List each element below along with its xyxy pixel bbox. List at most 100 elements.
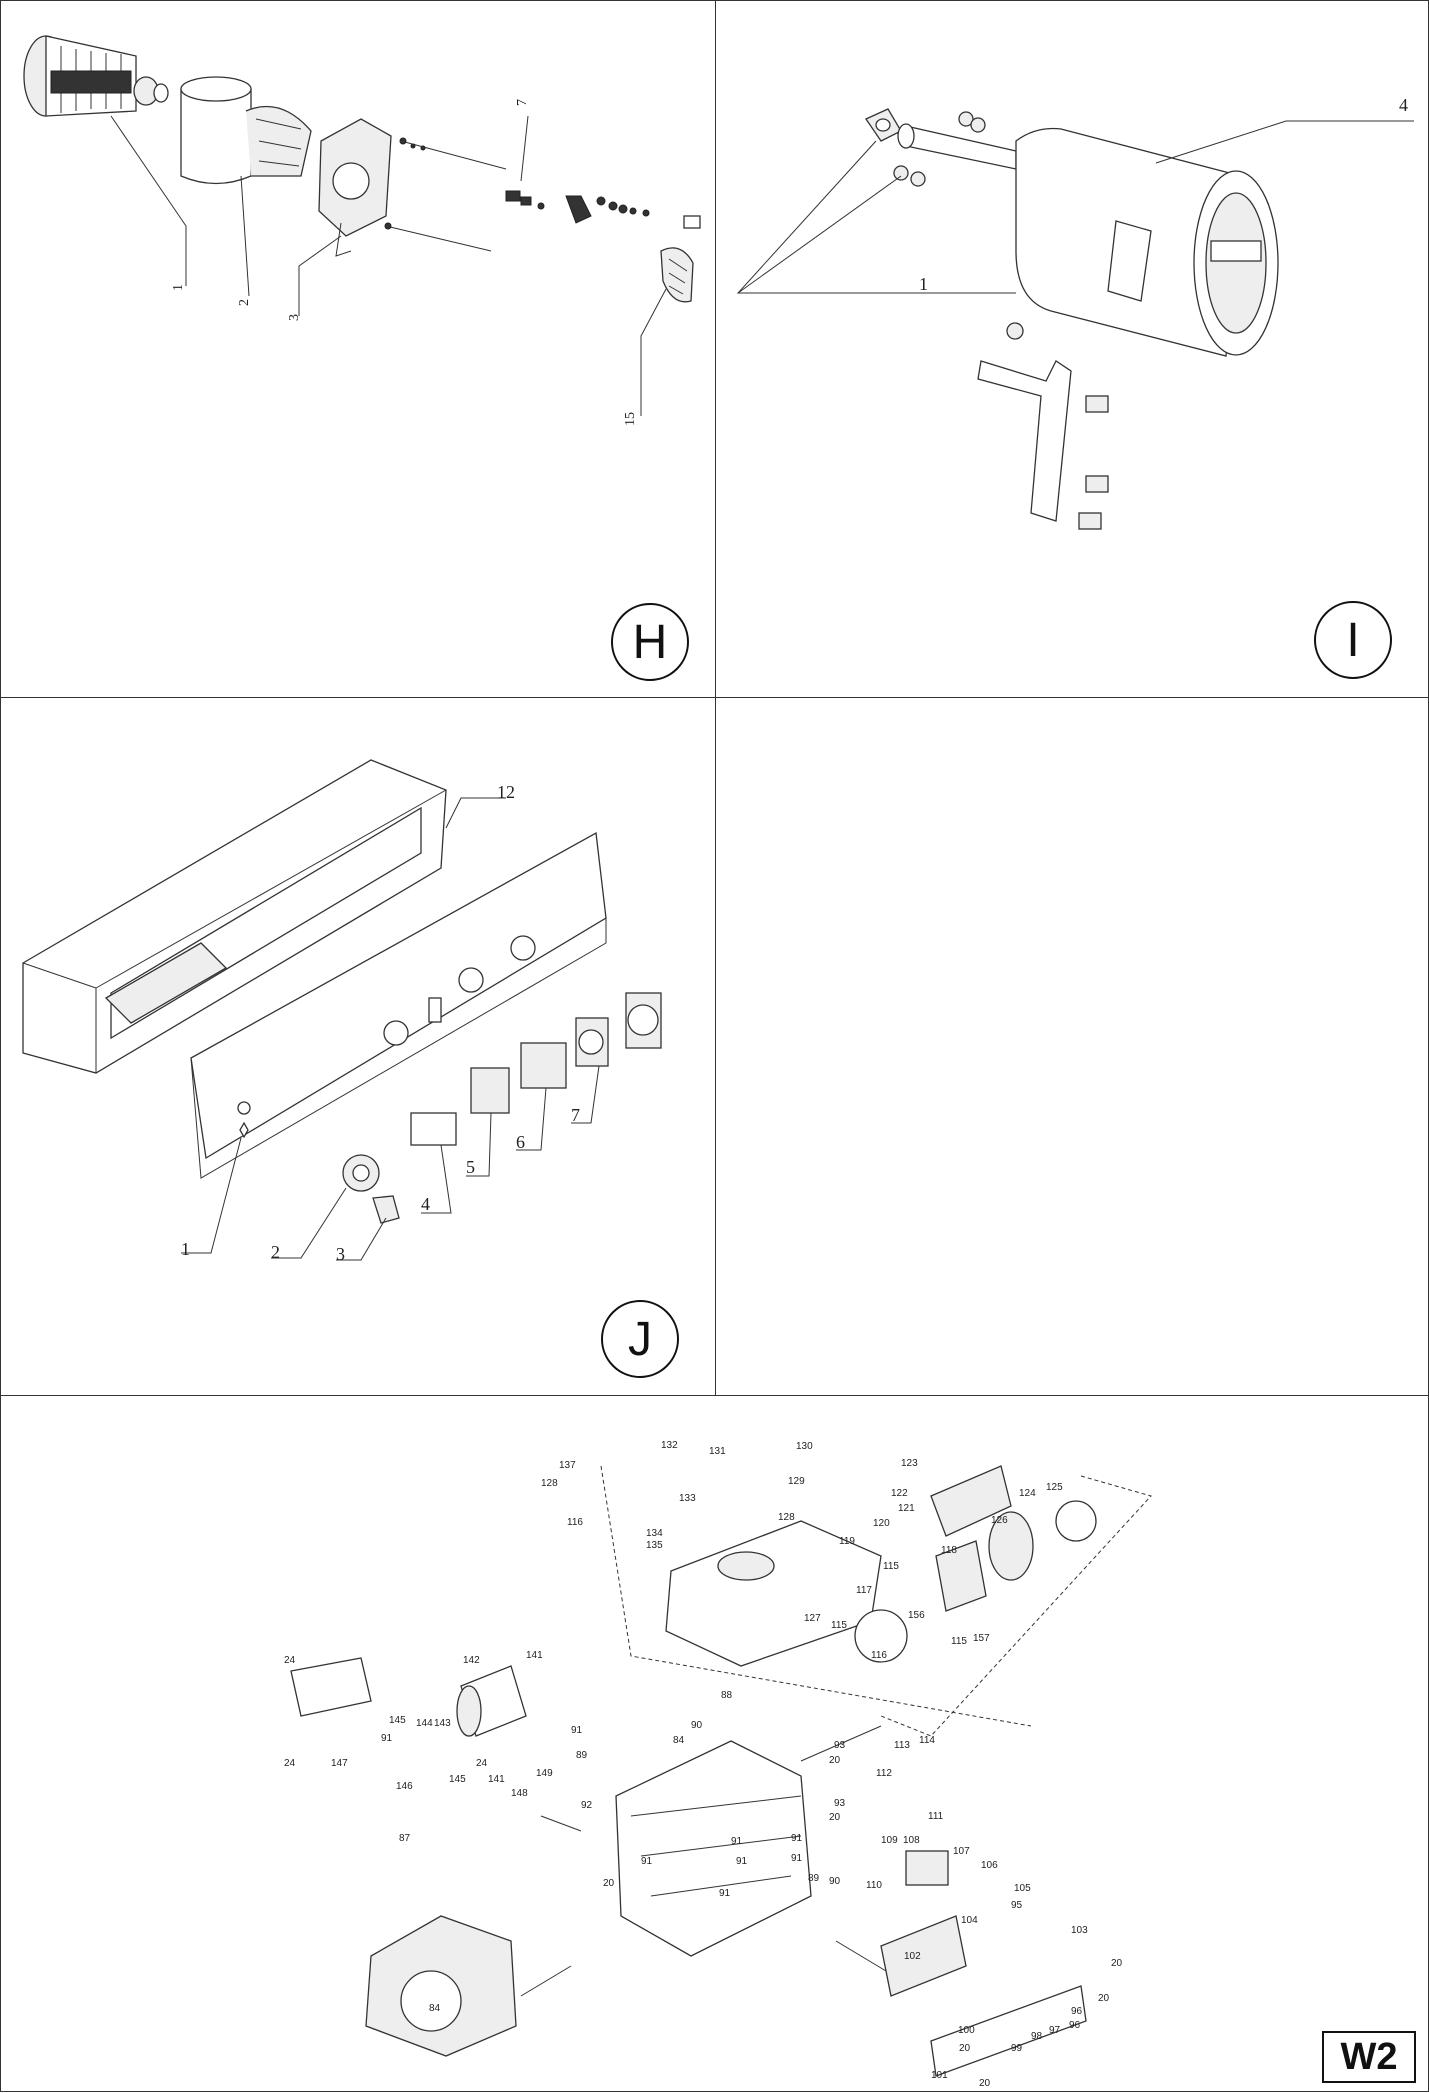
label-116b: 116 [871,1650,887,1661]
muffler [456,1665,527,1737]
label-5: 5 [466,1157,475,1177]
label-129: 129 [788,1476,805,1487]
label-91a: 91 [381,1733,393,1744]
label-91c: 91 [791,1833,803,1844]
label-156: 156 [908,1610,925,1621]
label-127: 127 [804,1613,821,1624]
label-113: 113 [894,1740,910,1751]
label-12: 12 [497,782,515,802]
label-124: 124 [1019,1488,1036,1499]
label-121: 121 [898,1503,915,1514]
label-102: 102 [904,1951,921,1962]
label-141a: 141 [526,1650,543,1661]
exhaust-pipe [905,125,1017,170]
label-122: 122 [891,1488,908,1499]
label-119: 119 [839,1536,855,1547]
label-1: 1 [919,274,928,294]
label-108: 108 [903,1835,920,1846]
label-84b: 84 [429,2003,441,2014]
label-20b: 20 [829,1812,841,1823]
label-20e: 20 [979,2078,991,2089]
label-15: 15 [623,412,638,426]
label-143: 143 [434,1718,451,1729]
label-112: 112 [876,1768,892,1779]
label-125: 125 [1046,1482,1063,1493]
bolts [384,137,507,252]
label-117: 117 [856,1585,872,1596]
label-106: 106 [981,1860,998,1871]
label-105: 105 [1014,1883,1031,1894]
label-20d: 20 [959,2043,971,2054]
panel-j-letter: J [601,1300,679,1378]
panel-i-drawing: 1 4 [736,95,1414,530]
end-cover-part [318,118,392,257]
label-6: 6 [516,1132,525,1152]
alternator-assembly [854,1465,1097,1663]
label-20a: 20 [829,1755,841,1766]
leader-lines [181,797,600,1261]
avr-part [660,215,701,303]
label-132: 132 [661,1440,678,1451]
label-103: 103 [1071,1925,1088,1936]
label-91b: 91 [571,1725,583,1736]
label-126: 126 [991,1515,1008,1526]
control-box-housing [22,759,447,1074]
label-107: 107 [953,1846,970,1857]
small-parts [505,190,650,224]
label-128b: 128 [778,1512,795,1523]
label-20g: 20 [1098,1993,1110,2004]
label-144: 144 [416,1718,433,1729]
label-91e: 91 [641,1856,653,1867]
label-24a: 24 [284,1655,296,1666]
panel-i-letter: I [1314,601,1392,679]
stator-part [180,76,312,185]
label-115b: 115 [831,1620,847,1631]
label-130: 130 [796,1441,813,1452]
label-157: 157 [973,1633,990,1644]
label-91d: 91 [731,1836,743,1847]
label-110: 110 [866,1880,882,1891]
control-panel [930,1985,1087,2077]
muffler-body [1015,127,1279,357]
label-91g: 91 [791,1853,803,1864]
label-3: 3 [287,314,302,321]
label-91f: 91 [736,1856,748,1867]
label-146: 146 [396,1781,413,1792]
label-109: 109 [881,1835,898,1846]
label-104: 104 [961,1915,978,1926]
panel-j-drawing: 1 2 3 4 5 6 7 12 [22,759,662,1264]
label-88: 88 [721,1690,733,1701]
panel-h-drawing: 1 2 3 7 15 [23,35,701,426]
label-96a: 96 [1069,2020,1081,2031]
label-116a: 116 [567,1517,583,1528]
fuel-tank [665,1520,882,1667]
label-149: 149 [536,1768,553,1779]
label-114: 114 [919,1735,935,1746]
control-box [880,1915,967,1997]
muffler-bracket [977,322,1109,530]
label-133: 133 [679,1493,696,1504]
label-1: 1 [181,1239,190,1259]
label-7: 7 [571,1105,580,1125]
label-89b: 89 [808,1873,820,1884]
label-97: 97 [1049,2025,1061,2036]
label-2: 2 [271,1242,280,1262]
label-99: 99 [1011,2043,1023,2054]
label-1: 1 [171,284,186,291]
drawing-tag: W2 [1322,2031,1416,2083]
frame [615,1740,812,1957]
label-148: 148 [511,1788,528,1799]
label-93a: 93 [834,1740,846,1751]
label-101: 101 [931,2070,948,2081]
label-2: 2 [237,299,252,306]
panel-empty [715,697,1429,1396]
panel-components [342,992,662,1224]
label-145a: 145 [389,1715,406,1726]
panel-h: 1 2 3 7 15 H [0,0,716,698]
label-142: 142 [463,1655,480,1666]
label-145b: 145 [449,1774,466,1785]
label-111: 111 [928,1811,944,1822]
rotor-part [23,35,169,117]
label-92: 92 [581,1800,593,1811]
label-118: 118 [941,1545,957,1556]
